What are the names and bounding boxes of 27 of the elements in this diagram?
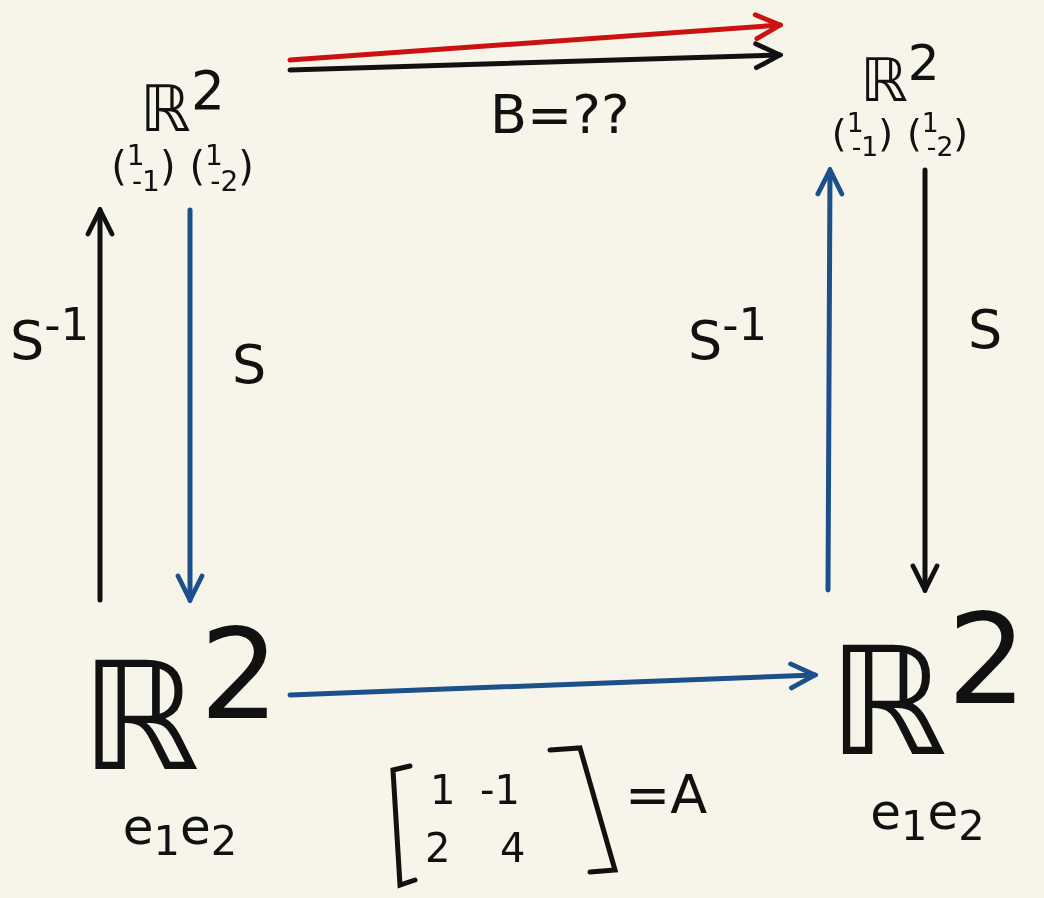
space-symbol: ℝ$^{2}$ — [828, 591, 1027, 786]
edge-label: S$^{-1}$ — [688, 300, 768, 371]
basis-vectors: e$_{1}$e$_{2}$ — [122, 800, 238, 864]
matrix-entry: 1 — [430, 770, 456, 810]
arrow — [815, 167, 845, 593]
space-symbol: ℝ$^{2}$ — [140, 61, 225, 145]
arrow — [287, 41, 783, 73]
edge-label: B=?? — [490, 85, 630, 145]
matrix-entry: 4 — [500, 828, 526, 868]
basis-vectors: e$_{1}$e$_{2}$ — [870, 785, 985, 849]
arrow — [85, 207, 115, 603]
arrow — [175, 207, 205, 603]
edge-label: S — [968, 300, 1003, 360]
arrow — [287, 661, 818, 698]
space-symbol: ℝ$^{2}$ — [860, 35, 940, 113]
edge-label: =A — [625, 765, 708, 825]
space-symbol: ℝ$^{2}$ — [80, 606, 280, 801]
column-vector: ($^{1}$$_{-2}$) — [907, 112, 969, 155]
edge-label: S — [232, 335, 267, 395]
arrow — [910, 167, 940, 593]
column-vector: ($^{1}$$_{-1}$) — [111, 144, 176, 189]
arrow — [287, 12, 783, 63]
matrix-entry: -1 — [480, 770, 520, 810]
matrix-entry: 2 — [425, 828, 451, 868]
edge-label: S$^{-1}$ — [10, 300, 90, 371]
column-vector: ($^{1}$$_{-2}$) — [189, 144, 254, 189]
column-vector: ($^{1}$$_{-1}$) — [831, 112, 893, 155]
